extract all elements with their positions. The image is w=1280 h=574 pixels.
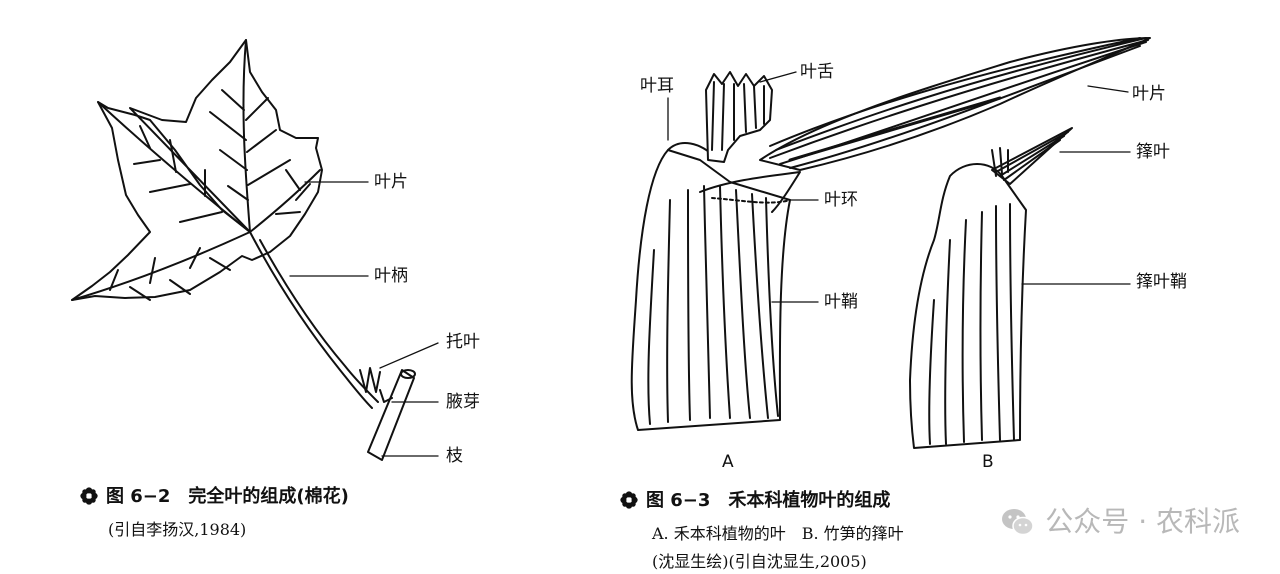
- wechat-icon: [1002, 509, 1035, 536]
- caption-fig-6-3-text: 图 6−3 禾本科植物叶的组成: [646, 490, 891, 511]
- cotton-petiole: [249, 231, 373, 409]
- caption-fig-6-2: 图 6−2 完全叶的组成(棉花): [80, 486, 349, 508]
- caption-fig-6-2-text: 图 6−2 完全叶的组成(棉花): [106, 486, 349, 507]
- watermark-text: 公众号 · 农科派: [1045, 505, 1240, 538]
- label-collar: 叶环: [824, 190, 858, 210]
- flower-bullet-icon: [80, 487, 98, 505]
- label-sheath-leaf-blade: 箨叶: [1136, 142, 1170, 162]
- label-sheath: 叶鞘: [824, 292, 858, 312]
- cotton-stem: [367, 369, 415, 461]
- panel-label-a: A: [722, 452, 734, 472]
- grass-ligule: [705, 71, 773, 163]
- grass-blade: [759, 37, 1151, 171]
- caption-fig-6-3-line2: A. 禾本科植物的叶 B. 竹笋的箨叶: [652, 524, 904, 543]
- bamboo-shoot-drawing: [909, 127, 1073, 449]
- label-stem: 枝: [446, 446, 463, 466]
- label-ligule: 叶舌: [800, 62, 834, 82]
- watermark: 公众号 · 农科派: [1001, 500, 1240, 540]
- label-stipule: 托叶: [446, 332, 480, 352]
- bamboo-sheath-outline: [909, 163, 1027, 449]
- label-grass-blade: 叶片: [1132, 84, 1166, 104]
- label-petiole: 叶柄: [374, 266, 408, 286]
- label-culm-sheath: 箨叶鞘: [1136, 272, 1187, 292]
- cotton-leaf-drawing: [71, 39, 416, 461]
- label-auricle: 叶耳: [640, 76, 674, 96]
- flower-bullet-icon: [620, 491, 638, 509]
- cotton-stipule: [359, 367, 381, 393]
- label-axillary-bud: 腋芽: [446, 392, 480, 412]
- caption-fig-6-3: 图 6−3 禾本科植物叶的组成: [620, 490, 890, 512]
- caption-fig-6-2-source: (引自李扬汉,1984): [108, 520, 247, 539]
- label-leaf-blade: 叶片: [374, 172, 408, 192]
- grass-collar: [699, 171, 801, 213]
- panel-label-b: B: [982, 452, 994, 472]
- grass-leaf-drawing: [630, 37, 1151, 431]
- grass-sheath-outline: [630, 149, 791, 431]
- bamboo-sheath-leaf: [991, 127, 1073, 185]
- cotton-leaf-blade: [71, 39, 323, 301]
- caption-fig-6-3-line3: (沈显生绘)(引自沈显生,2005): [652, 552, 867, 571]
